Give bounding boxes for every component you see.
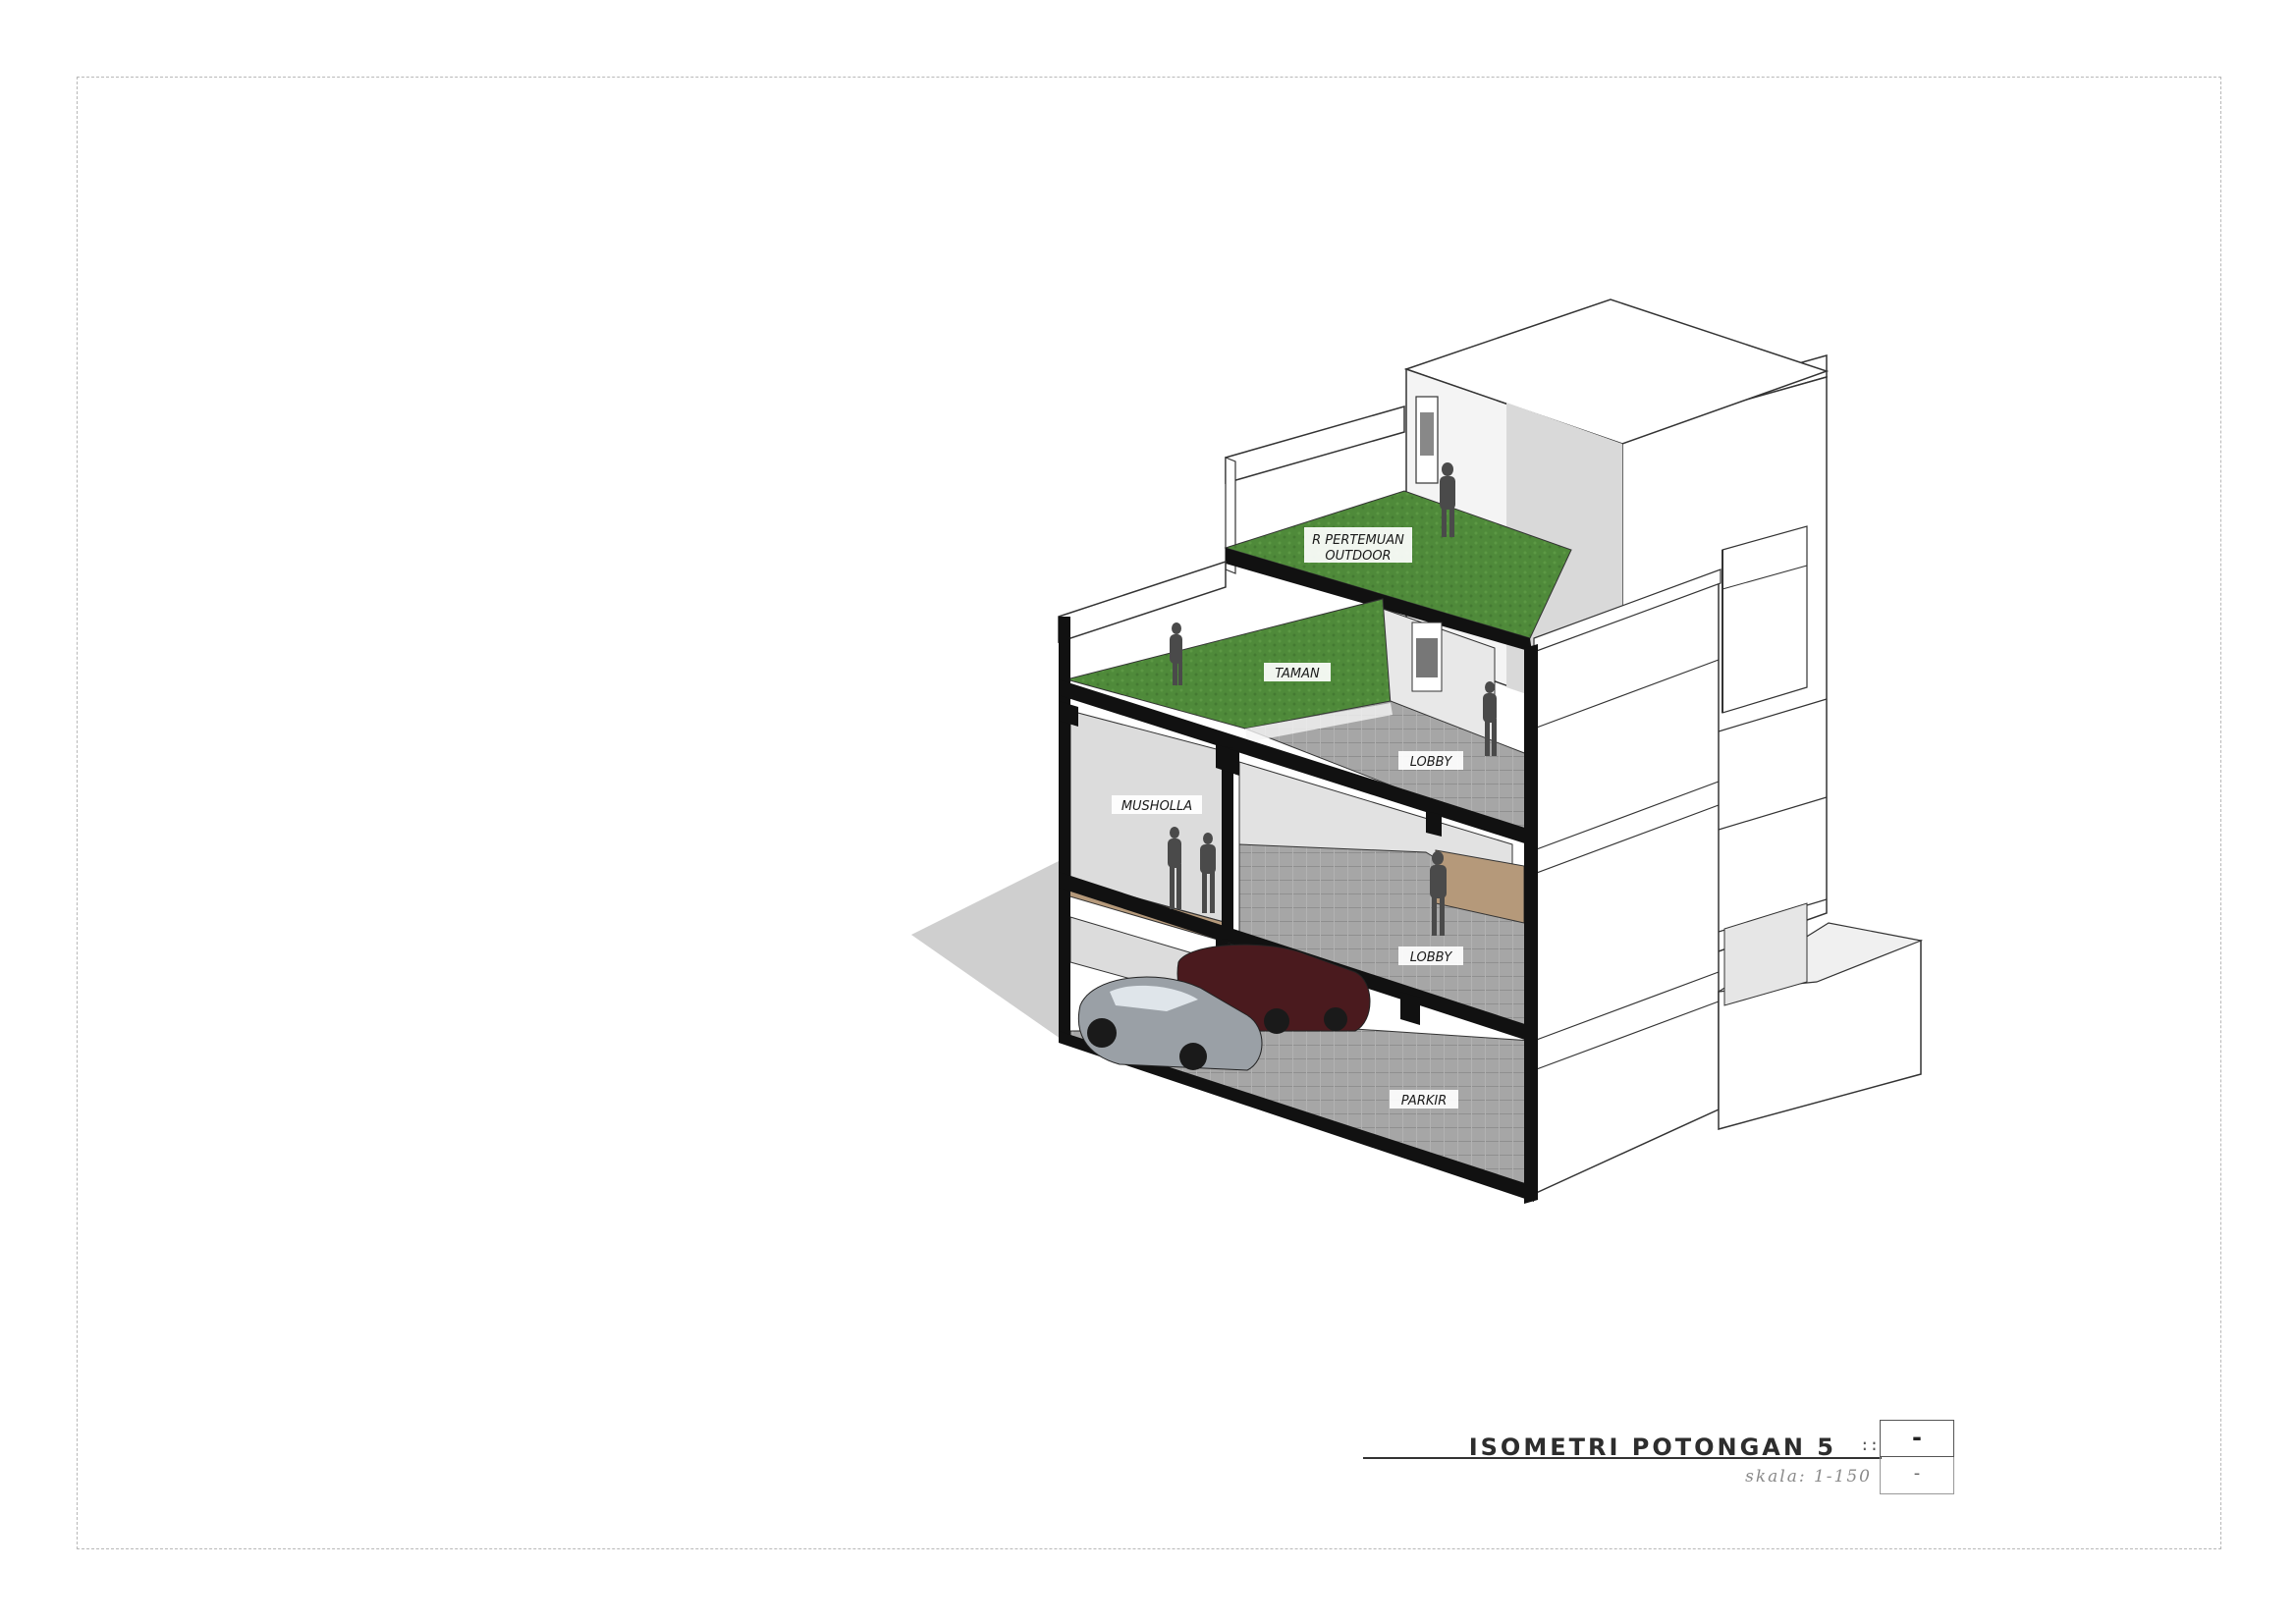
label-outdoor-meeting: R PERTEMUAN OUTDOOR	[1304, 527, 1412, 564]
parking-label: PARKIR	[1401, 1094, 1448, 1109]
ground-shadow	[911, 860, 1061, 1039]
sheet-number-box: -	[1880, 1420, 1954, 1457]
upper-lobby-label: LOBBY	[1410, 755, 1453, 770]
label-garden: TAMAN	[1264, 663, 1331, 681]
roof-parapet	[1225, 406, 1405, 484]
sheet-border	[77, 77, 2221, 1549]
label-lower-lobby: LOBBY	[1398, 947, 1463, 965]
car-silver	[1077, 976, 1263, 1071]
label-parking: PARKIR	[1390, 1090, 1458, 1109]
right-block-window	[1722, 525, 1808, 714]
musholla-label: MUSHOLLA	[1121, 799, 1192, 814]
title-separator: ::	[1860, 1435, 1880, 1454]
title-underline	[1363, 1457, 1882, 1459]
label-upper-lobby: LOBBY	[1398, 751, 1463, 770]
garden-label: TAMAN	[1275, 667, 1320, 681]
scale-box: -	[1880, 1457, 1954, 1494]
outdoor-meeting-label-line1: R PERTEMUAN	[1312, 533, 1404, 548]
person-silhouettes	[1168, 462, 1497, 936]
label-musholla: MUSHOLLA	[1112, 795, 1202, 814]
outdoor-meeting-label-line2: OUTDOOR	[1325, 549, 1391, 564]
main-facade	[1533, 577, 1720, 1196]
roof-parapet-side	[1225, 457, 1236, 574]
garden-parapet	[1058, 560, 1227, 644]
lower-lobby-label: LOBBY	[1410, 950, 1453, 965]
title-block: ISOMETRI POTONGAN 5 :: skala: 1-150 - -	[1363, 1420, 1954, 1494]
drawing-scale: skala: 1-150	[1745, 1467, 1872, 1487]
drawing-title: ISOMETRI POTONGAN 5	[1468, 1434, 1836, 1461]
